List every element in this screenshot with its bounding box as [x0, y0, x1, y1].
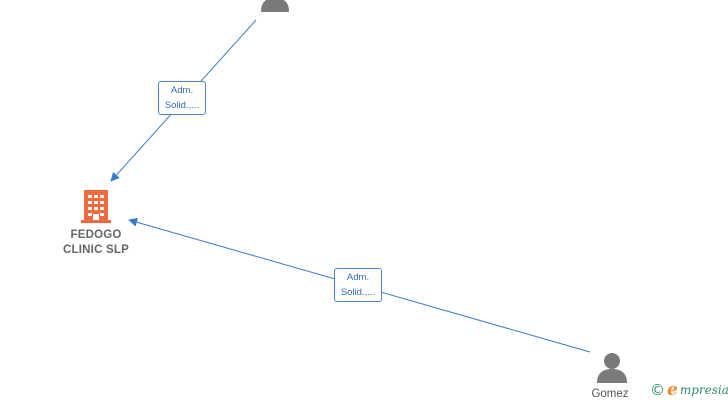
person-icon[interactable]	[597, 353, 627, 383]
edge-label-top[interactable]: Adm. Solid.,...	[158, 81, 206, 115]
person-icon[interactable]	[261, 0, 289, 12]
brand-initial: e	[667, 380, 678, 400]
edge-label-line1: Adm.	[346, 272, 370, 283]
edge-label-bottom[interactable]: Adm. Solid.,...	[334, 268, 382, 302]
edge-label-line2: Solid.,...	[164, 100, 200, 111]
building-icon[interactable]	[81, 190, 111, 223]
company-name-line1: FEDOGO	[70, 229, 122, 241]
person-name[interactable]: Gomez	[591, 388, 629, 400]
company-name-line2: CLINIC SLP	[63, 244, 129, 256]
company-name[interactable]: FEDOGO CLINIC SLP	[48, 228, 144, 258]
copyright-icon: ©	[650, 381, 665, 399]
edge-label-line2: Solid.,...	[340, 287, 376, 298]
edge-label-line1: Adm.	[170, 85, 194, 96]
brand-name: mpresia	[679, 383, 728, 397]
